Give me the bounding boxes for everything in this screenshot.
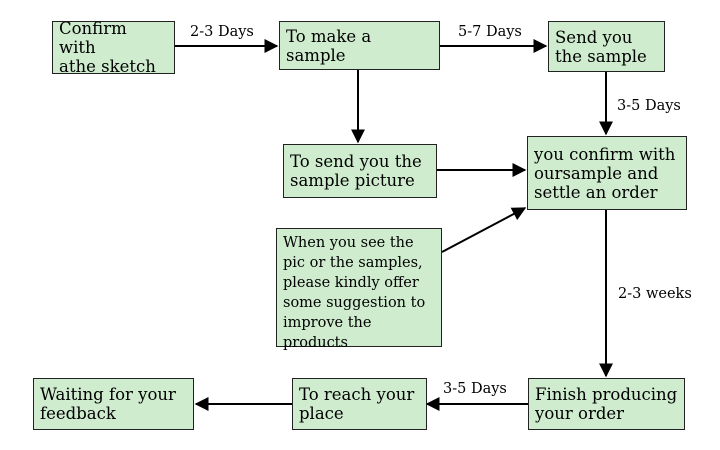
- node-send-sample: Send you the sample: [548, 21, 665, 72]
- label-sample-to-send: 5-7 Days: [458, 24, 522, 40]
- node-send-picture: To send you the sample picture: [283, 144, 437, 198]
- node-reach-place: To reach your place: [292, 378, 427, 430]
- label-finish-to-reach: 3-5 Days: [443, 381, 507, 397]
- node-waiting-feedback: Waiting for your feedback: [33, 378, 194, 430]
- node-finish-order: Finish producing your order: [528, 378, 685, 430]
- label-sketch-to-sample: 2-3 Days: [190, 24, 254, 40]
- label-confirm-to-finish: 2-3 weeks: [618, 286, 692, 302]
- node-suggestion: When you see the pic or the samples, ple…: [276, 228, 442, 351]
- arrow-suggestion-to-confirm: [441, 207, 527, 253]
- node-make-sample: To make a sample: [279, 21, 440, 70]
- node-confirm-order: you confirm with oursample and settle an…: [527, 136, 687, 210]
- label-send-to-confirm: 3-5 Days: [617, 98, 681, 114]
- node-confirm-sketch: Confirm with athe sketch: [52, 19, 175, 76]
